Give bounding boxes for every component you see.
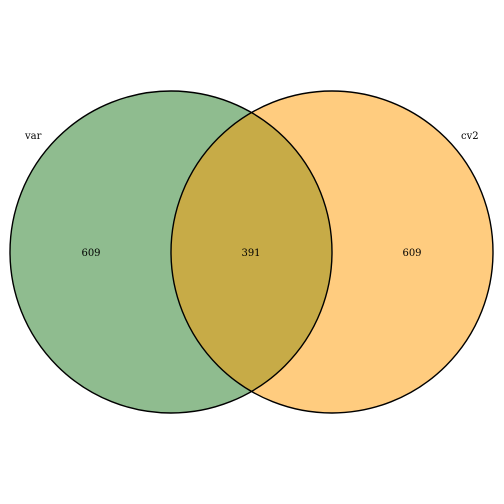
set-label-cv2: cv2 [461,131,479,142]
count-cv2-only: 609 [402,248,421,259]
set-outline-var [9,90,333,414]
count-intersection: 391 [241,248,260,259]
set-label-var: var [24,131,42,142]
count-var-only: 609 [81,248,100,259]
set-outline-cv2 [170,90,494,414]
